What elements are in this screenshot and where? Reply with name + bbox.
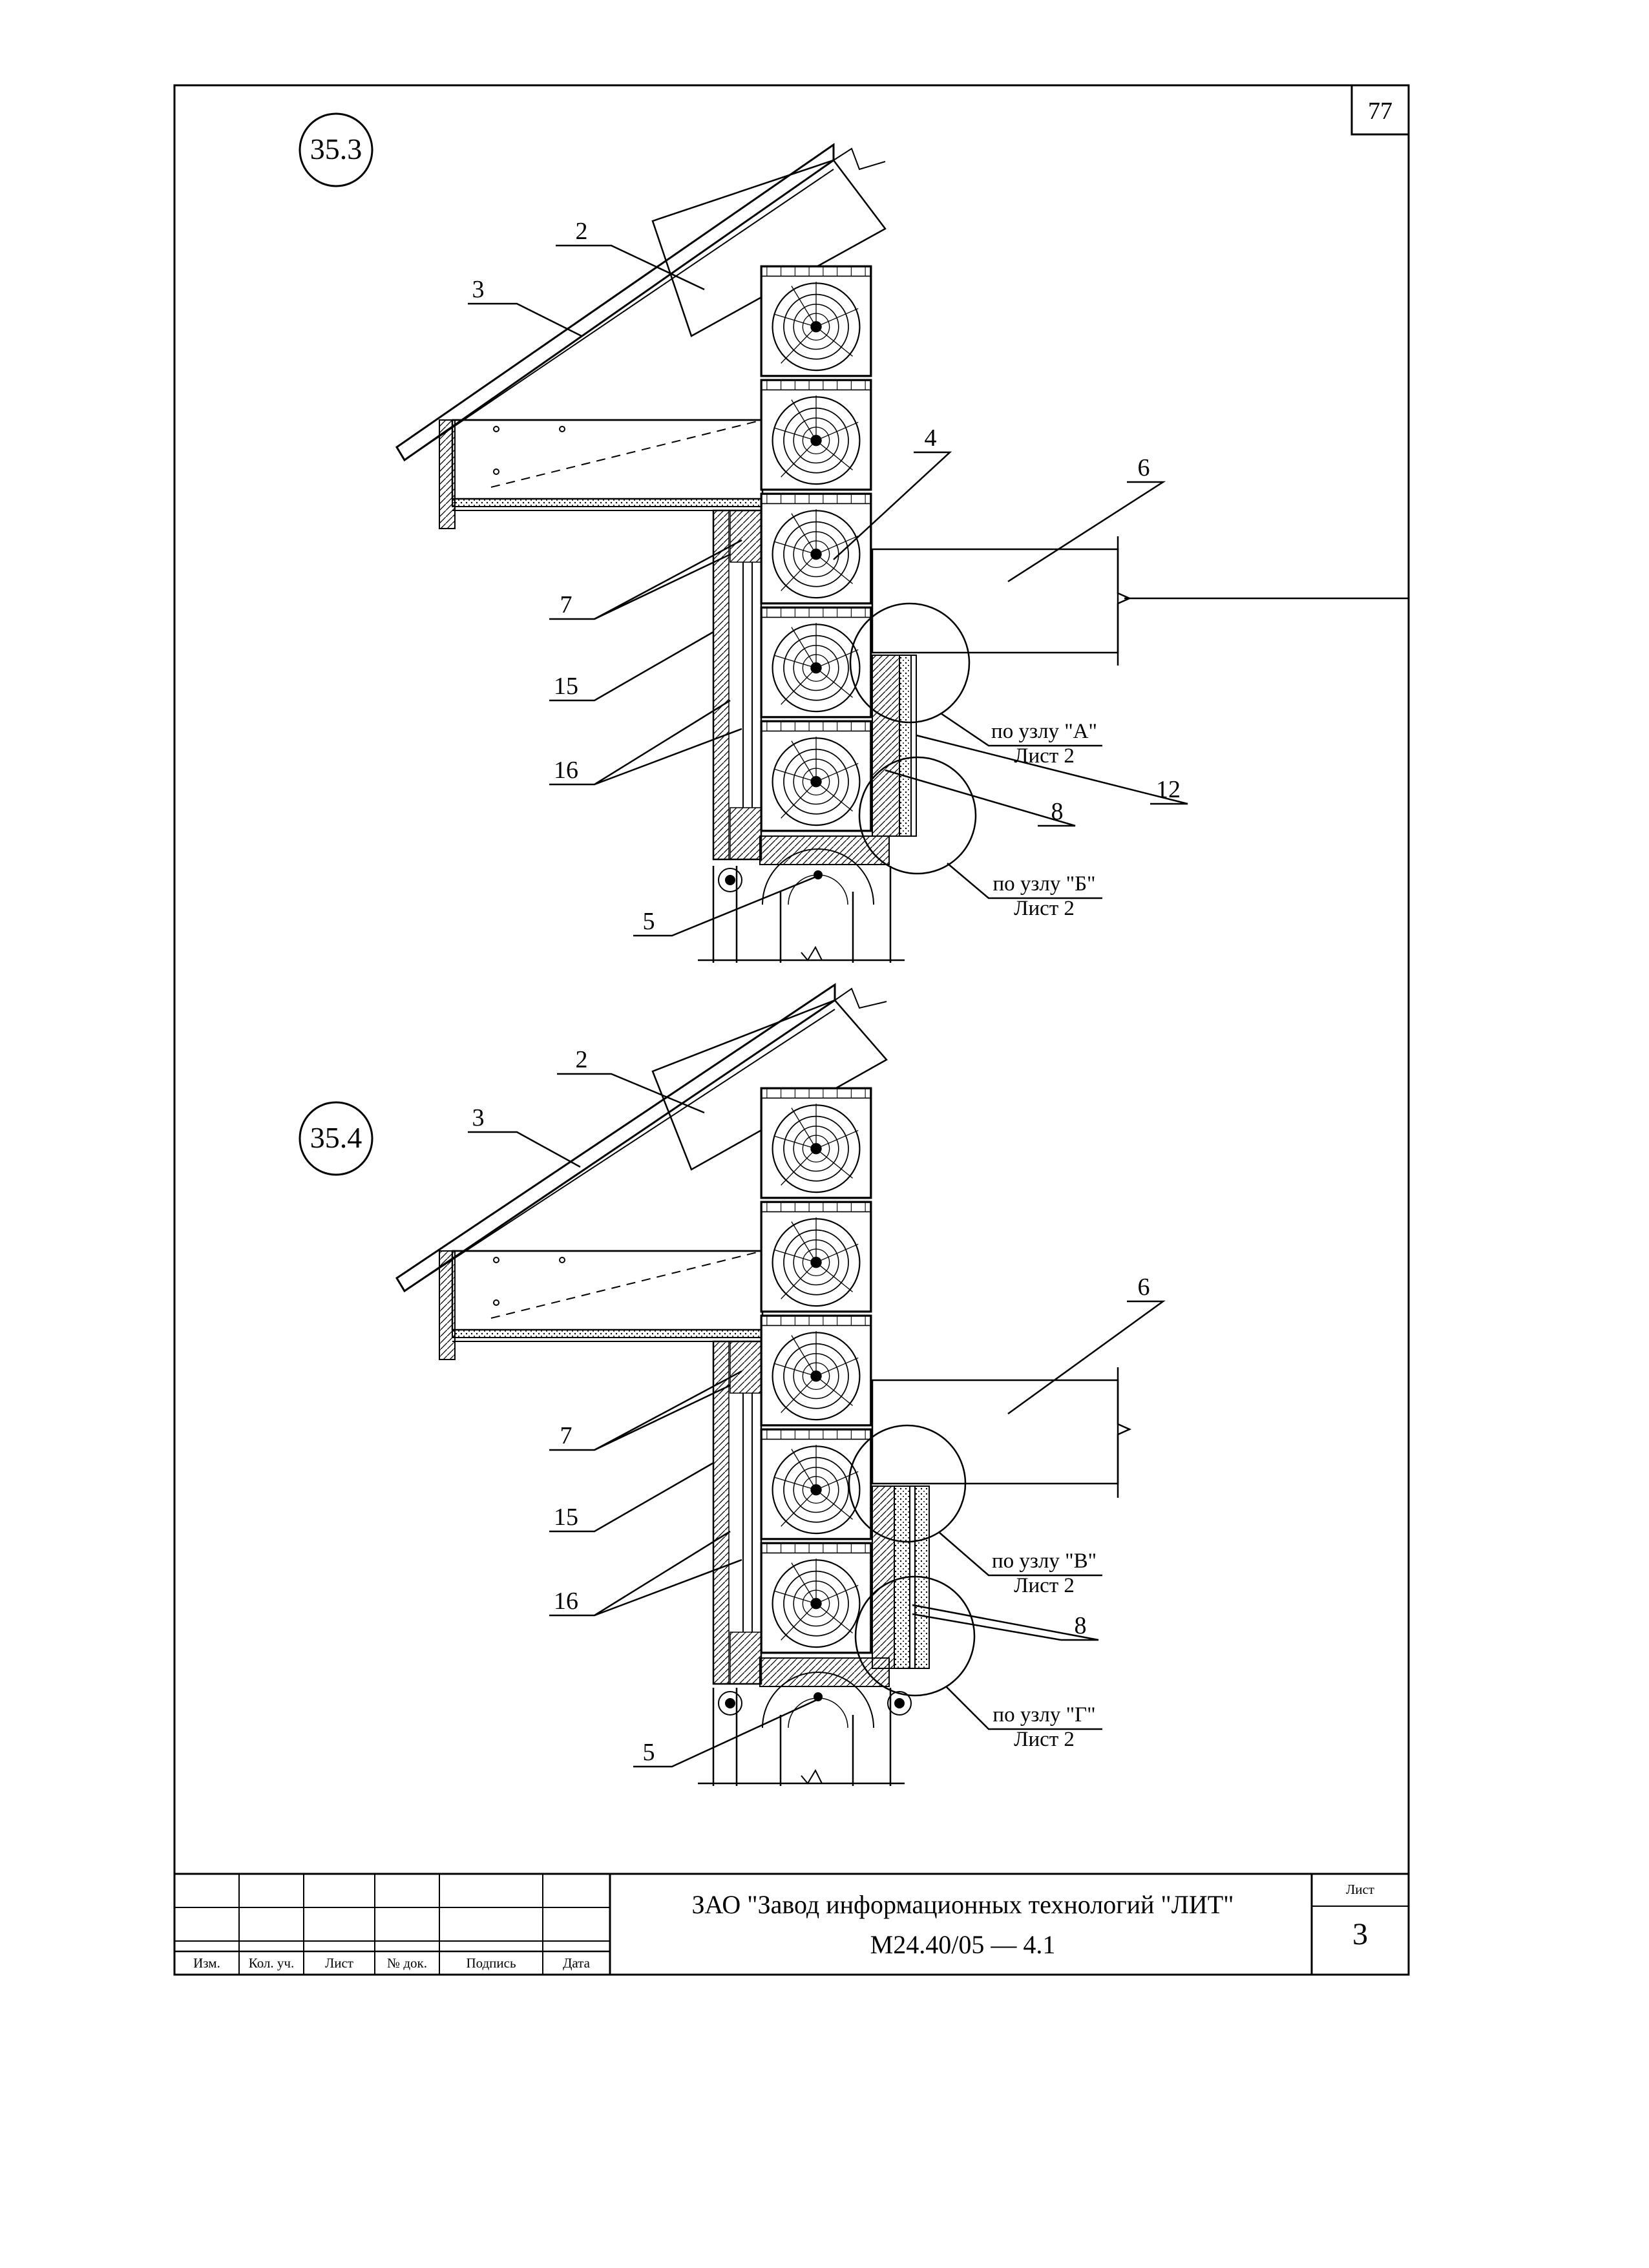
label-7: 7 (560, 1422, 572, 1449)
node-ref-a: по узлу "А" (991, 720, 1097, 743)
log-wall (760, 1087, 872, 1654)
roof-rafter (395, 983, 888, 1360)
leader-lines (468, 1073, 1166, 1768)
roof-rafter (395, 143, 887, 529)
label-2: 2 (576, 1046, 588, 1073)
detail-id: 35.3 (310, 132, 362, 165)
node-ref-b-sheet: Лист 2 (1014, 897, 1075, 920)
title-block (174, 1873, 1409, 1975)
label-2: 2 (576, 218, 588, 245)
node-g-circle (854, 1575, 976, 1697)
organization-name: ЗАО "Завод информационных технологий "ЛИ… (691, 1890, 1234, 1919)
label-4: 4 (925, 425, 937, 452)
label-6: 6 (1138, 454, 1150, 481)
label-5: 5 (643, 908, 655, 935)
corner-number: 77 (1368, 98, 1392, 125)
label-6: 6 (1138, 1274, 1150, 1301)
label-15: 15 (554, 1504, 578, 1531)
node-a-circle (849, 602, 971, 724)
detail-35-3: 35.3 (299, 112, 1409, 963)
detail-marker (299, 1101, 373, 1176)
sheet-frame (173, 84, 1410, 1976)
exterior-cladding (712, 1340, 762, 1685)
label-8: 8 (1051, 798, 1064, 825)
col-izm: Изм. (193, 1955, 220, 1971)
label-16: 16 (554, 1588, 578, 1615)
exterior-cladding (712, 509, 762, 861)
label-8: 8 (1075, 1612, 1087, 1639)
label-12: 12 (1156, 776, 1181, 803)
col-signature: Подпись (466, 1955, 516, 1971)
col-list: Лист (325, 1955, 353, 1971)
node-ref-v-sheet: Лист 2 (1014, 1574, 1075, 1597)
col-date: Дата (563, 1955, 590, 1971)
node-v-circle (848, 1424, 967, 1543)
node-ref-v: по узлу "В" (992, 1549, 1097, 1573)
col-doc-number: № док. (387, 1955, 427, 1971)
label-15: 15 (554, 673, 578, 700)
label-3: 3 (472, 276, 485, 303)
leader-lines (468, 244, 1188, 937)
sheet-label: Лист (1346, 1882, 1374, 1897)
detail-id: 35.4 (310, 1121, 362, 1154)
floor-beam (871, 1367, 1132, 1498)
document-code: М24.40/05 — 4.1 (870, 1930, 1056, 1959)
interior-finish (872, 655, 917, 837)
floor-beam (871, 536, 1409, 666)
node-ref-b: по узлу "Б" (993, 872, 1095, 896)
col-kol-uch: Кол. уч. (248, 1955, 295, 1971)
detail-35-4: 35.4 (299, 983, 1166, 1786)
node-ref-g-sheet: Лист 2 (1014, 1728, 1075, 1751)
label-3: 3 (472, 1104, 485, 1131)
log-wall (760, 265, 872, 832)
node-ref-g: по узлу "Г" (993, 1703, 1095, 1727)
label-7: 7 (560, 591, 572, 618)
node-ref-a-sheet: Лист 2 (1014, 744, 1075, 768)
sheet-number: 3 (1352, 1917, 1368, 1951)
node-b-circle (858, 756, 977, 875)
corner-number-box (1350, 84, 1410, 136)
label-5: 5 (643, 1739, 655, 1766)
label-16: 16 (554, 757, 578, 784)
base-timber (698, 835, 905, 963)
detail-marker (299, 112, 373, 187)
